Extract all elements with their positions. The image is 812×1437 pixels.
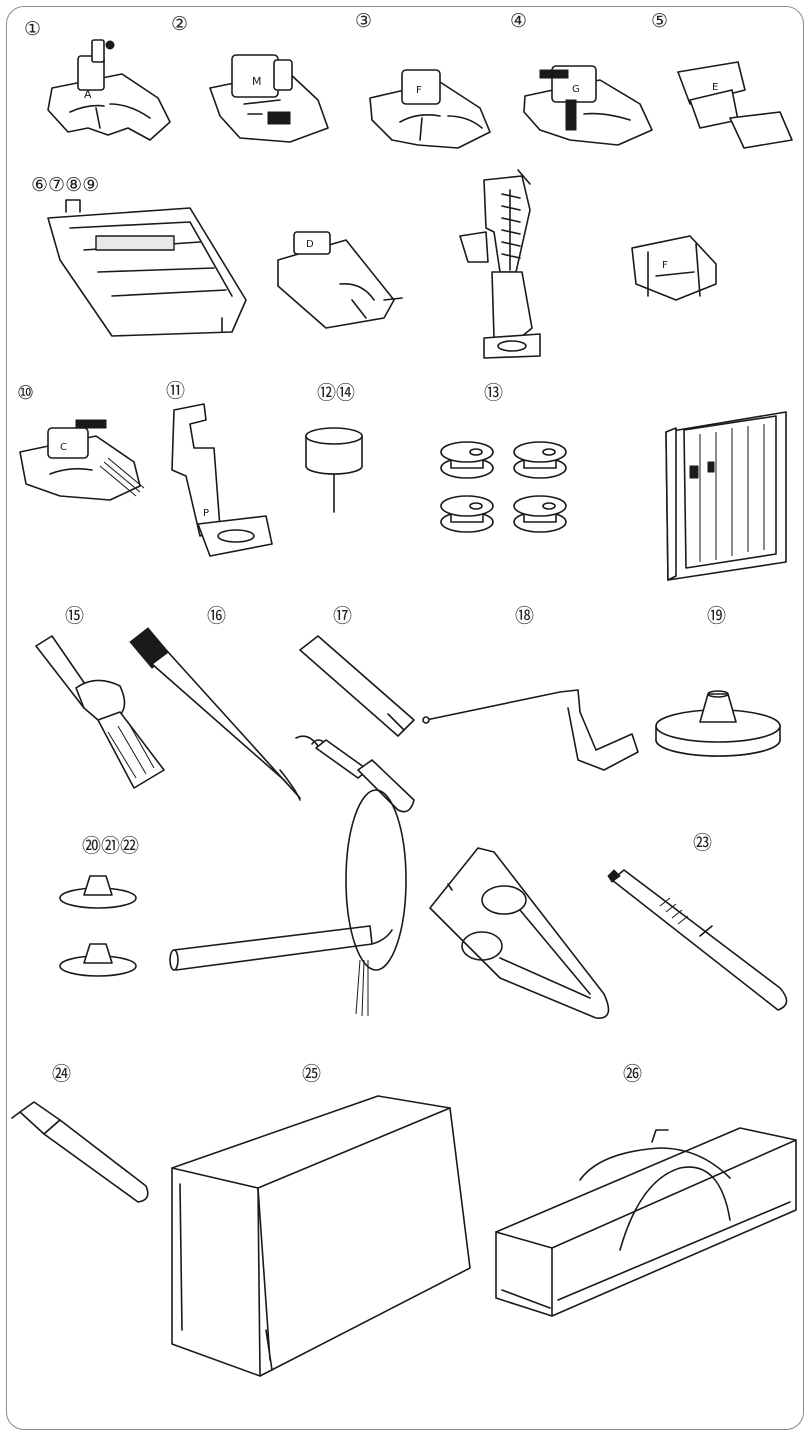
spool-stand-base-illustration: [655, 690, 781, 757]
label-item-5: ⑤: [651, 10, 669, 32]
accessory-panel-frame: [6, 6, 804, 1430]
seam-ripper-illustration: [295, 635, 415, 813]
foot-letter-e: E: [712, 82, 718, 93]
label-items-12-14: ⑫⑭: [317, 382, 356, 404]
label-item-3: ③: [355, 10, 373, 32]
label-item-17: ⑰: [333, 605, 353, 627]
label-item-19: ⑲: [707, 605, 727, 627]
svg-text:F: F: [416, 85, 422, 96]
screwdriver-illustration: [35, 635, 165, 789]
satin-stitch-foot-illustration: F: [369, 69, 491, 149]
label-item-25: ㉕: [302, 1063, 322, 1085]
label-item-10: ⑩: [17, 382, 35, 404]
label-item-18: ⑱: [515, 605, 535, 627]
foot-letter-p: P: [203, 508, 209, 519]
spool-holders-illustration: [59, 875, 137, 977]
label-item-24: ㉔: [52, 1063, 72, 1085]
foot-letter-d: D: [306, 239, 314, 250]
scissors-illustration: [429, 847, 610, 1019]
bobbins-illustration: [440, 441, 567, 533]
touch-pen-illustration: [607, 869, 788, 1011]
label-item-2: ②: [171, 13, 189, 35]
lint-brush-illustration: [129, 627, 301, 801]
foot-letter-a: A: [84, 88, 92, 101]
quarter-inch-foot-p-illustration: P: [171, 403, 273, 557]
label-item-26: ㉖: [623, 1063, 643, 1085]
zigzag-foot-a-illustration: A: [47, 39, 171, 141]
label-item-23: ㉓: [693, 832, 713, 854]
label-item-1: ①: [24, 18, 42, 40]
label-item-16: ⑯: [207, 605, 227, 627]
label-item-11: ⑪: [166, 380, 186, 402]
darning-foot-illustration: [459, 169, 541, 359]
label-items-6-9: ⑥⑦⑧⑨: [31, 174, 100, 196]
foot-letter-c: C: [60, 442, 67, 453]
foot-letter-f: F: [662, 260, 668, 271]
blind-hem-foot-illustration: G: [523, 65, 653, 146]
dust-cover-illustration: [171, 1095, 471, 1377]
needle-case-illustration: [665, 411, 787, 581]
label-item-13: ⑬: [484, 382, 504, 404]
spool-pin-felt-illustration: [305, 427, 363, 513]
overcasting-foot-c-illustration: C: [19, 419, 145, 501]
foot-letter-g: G: [572, 84, 580, 95]
foot-letter-m: M: [252, 75, 262, 88]
zipper-foot-e-illustration: E: [677, 61, 793, 149]
carrying-bag-illustration: [495, 1127, 797, 1317]
spool-pin-thread-guide-illustration: [169, 789, 407, 1017]
rolled-hem-foot-illustration: D: [277, 231, 403, 329]
label-items-20-22: ⑳㉑㉒: [82, 835, 140, 857]
quilting-guide-illustration: [422, 689, 639, 771]
overedge-foot-m-illustration: M: [209, 54, 329, 143]
satin-foot-f-illustration: F: [631, 235, 717, 301]
oiler-illustration: [11, 1101, 149, 1203]
label-item-15: ⑮: [65, 605, 85, 627]
buttonhole-foot-r-illustration: [47, 199, 247, 337]
label-item-4: ④: [510, 10, 528, 32]
